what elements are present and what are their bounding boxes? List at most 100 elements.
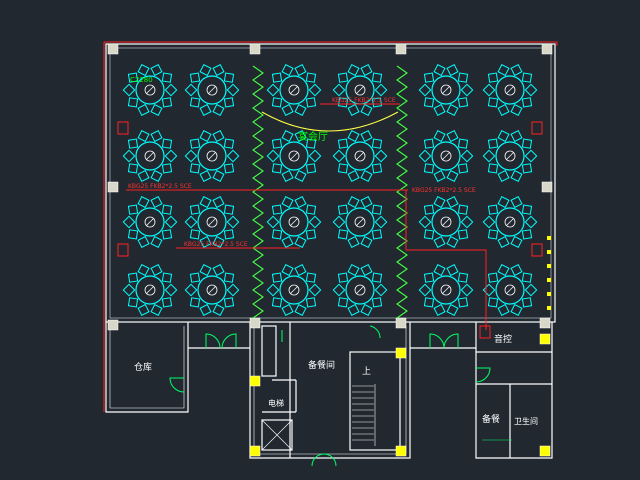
chair [460,283,474,297]
table-center [504,216,516,228]
chair [337,297,349,308]
chair [189,97,201,108]
banquet-table [184,63,240,117]
chair [164,215,178,229]
table-center [440,84,452,96]
pipe-label-4: KBG25 FKB2*2.5 SCE [412,187,476,194]
chair [271,272,283,283]
chair [433,263,446,277]
table-center-mark [290,86,298,94]
table-center-mark [290,152,298,160]
chair [122,149,136,163]
chair [337,138,349,149]
chair [433,103,446,117]
chair [347,235,360,249]
table-top [431,207,461,237]
column [249,445,261,457]
dimension-note: C2280 [130,76,153,84]
chair [137,235,150,249]
door-sound [475,367,491,383]
chair [223,97,235,108]
column [395,43,407,55]
chair [281,263,294,277]
table-center [206,84,218,96]
chair [161,204,173,215]
table-top [279,275,309,305]
wiring [103,41,558,412]
chair [212,195,225,209]
table-top [495,75,525,105]
table-center [288,216,300,228]
chair [433,129,446,143]
pipe-label-2: KBG25 FKB2*2.5 SCE [128,183,192,190]
chair [347,103,360,117]
chair [433,235,446,249]
table-center [206,216,218,228]
chair [137,129,150,143]
wall-marker [547,250,551,254]
table-center [288,150,300,162]
table-center-mark [356,152,364,160]
table-center [440,284,452,296]
chair [446,235,459,249]
table-center [288,284,300,296]
pipe-label-1: KBG25 FKB2*2.5 SCE [332,97,396,104]
chair [510,103,523,117]
column [107,181,119,193]
chair [457,204,469,215]
chair [497,235,510,249]
banquet-table [482,63,538,117]
chair [308,215,322,229]
chair [371,204,383,215]
table-top [197,207,227,237]
chair [423,72,435,83]
chair [360,169,373,183]
partition-right [396,65,408,319]
table-top [279,207,309,237]
table-center-mark [356,286,364,294]
chair [433,303,446,317]
table-top [135,275,165,305]
banquet-table [418,63,474,117]
chair [150,263,163,277]
chair [524,149,538,163]
elevator-cross-b [261,419,293,451]
chair [212,169,225,183]
stage-arc [261,111,399,132]
table-center [504,284,516,296]
chair [521,229,533,240]
chair [150,195,163,209]
table-top [431,75,461,105]
table-center-mark [442,218,450,226]
door-stair [369,325,381,339]
table-center-mark [506,218,514,226]
chair [294,129,307,143]
banquet-table [122,63,178,117]
chair [189,72,201,83]
column [249,375,261,387]
banquet-table [482,263,538,317]
chair [337,97,349,108]
chair [127,163,139,174]
doors [169,325,512,467]
chair [487,163,499,174]
table-center [144,216,156,228]
chair [189,163,201,174]
banquet-table [418,195,474,249]
chair [521,72,533,83]
chair [212,263,225,277]
room-storage: 仓库 [134,361,152,373]
chair [482,149,496,163]
table-center [288,84,300,96]
door-bottom-a [311,453,325,467]
chair [337,229,349,240]
chair [510,63,523,77]
chair [524,83,538,97]
table-top [279,75,309,105]
banquet-table [482,129,538,183]
banquet-table [332,63,388,117]
chair [423,97,435,108]
table-center [440,216,452,228]
chair [487,229,499,240]
chair [521,138,533,149]
